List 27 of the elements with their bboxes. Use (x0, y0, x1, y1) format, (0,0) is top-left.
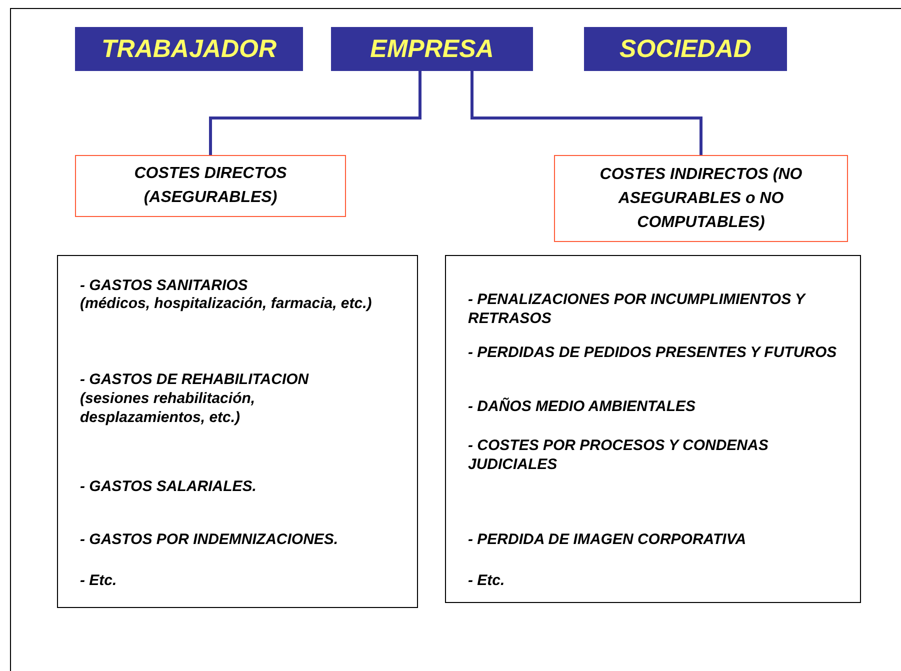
list-item-text: - GASTOS SALARIALES. (80, 477, 258, 496)
cost-list-box (57, 255, 418, 608)
connector-line (470, 71, 702, 155)
list-item-text: - GASTOS DE REHABILITACION (80, 370, 310, 389)
list-item-text: - PERDIDA DE IMAGEN CORPORATIVA (468, 530, 748, 549)
list-item-text: - GASTOS SANITARIOS (80, 276, 249, 295)
list-item-text: (sesiones rehabilitación, desplazamientos, etc.) (80, 389, 256, 427)
cost-list-box (445, 255, 861, 603)
connector-line (209, 71, 422, 155)
list-item-text: - DAÑOS MEDIO AMBIENTALES (468, 397, 696, 416)
list-item-text: - COSTES POR PROCESOS Y CONDENAS JUDICIALES (468, 436, 770, 474)
header-box (584, 27, 787, 71)
list-item-text: - GASTOS POR INDEMNIZACIONES. (80, 530, 340, 549)
header-label: EMPRESA (370, 36, 494, 62)
list-item-text: - Etc. (80, 571, 118, 590)
category-label: COSTES DIRECTOS (ASEGURABLES) (133, 164, 288, 208)
list-item-text: - PENALIZACIONES POR INCUMPLIMIENTOS Y RETRASOS (468, 290, 807, 328)
header-label: SOCIEDAD (620, 36, 752, 62)
list-item-text: - PERDIDAS DE PEDIDOS PRESENTES Y FUTUROS (468, 343, 838, 362)
header-box (75, 27, 303, 71)
header-label: TRABAJADOR (102, 36, 276, 62)
cost-category-box (75, 155, 346, 217)
header-box (331, 27, 533, 71)
list-item-text: (médicos, hospitalización, farmacia, etc.) (80, 294, 373, 313)
cost-category-box (554, 155, 848, 242)
category-label: COSTES INDIRECTOS (NO ASEGURABLES o NO COMPUTABLES) (598, 164, 804, 232)
list-item-text: - Etc. (468, 571, 506, 590)
